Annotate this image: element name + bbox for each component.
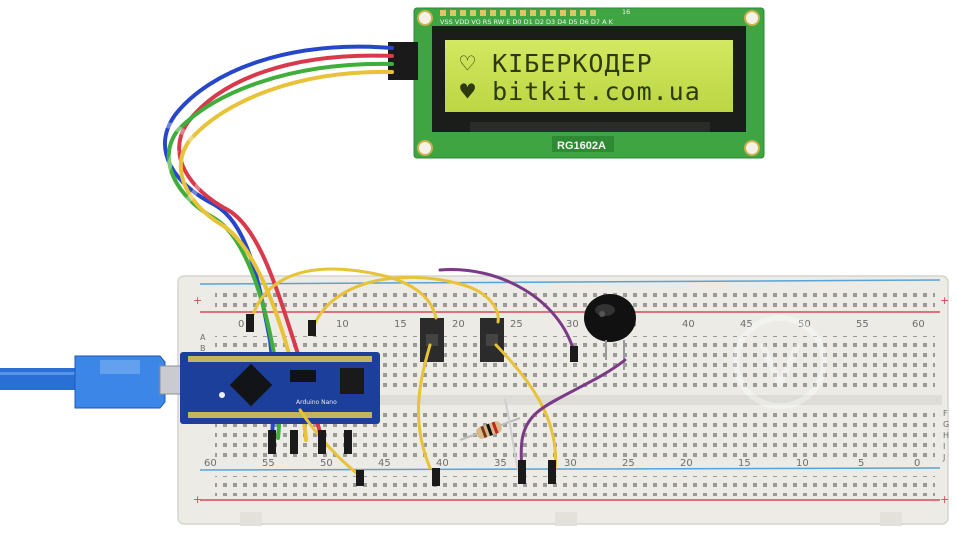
- column-number: 15: [394, 319, 407, 330]
- column-number: 40: [436, 458, 449, 469]
- row-letter: G: [943, 420, 949, 429]
- column-number: 20: [680, 458, 693, 469]
- breadboard: + + + + 0 10 15 20 25 30 35 40 45 50 55 …: [177, 275, 949, 526]
- column-number: 25: [510, 319, 523, 330]
- column-number: 50: [320, 458, 333, 469]
- rail-plus-label: +: [193, 493, 202, 506]
- column-number: 0: [914, 458, 920, 469]
- column-number: 45: [740, 319, 753, 330]
- lcd-module: VSS VDD VO RS RW E D0 D1 D2 D3 D4 D5 D6 …: [388, 7, 765, 159]
- column-number: 15: [738, 458, 751, 469]
- column-number: 20: [452, 319, 465, 330]
- watermark-icon: [733, 315, 827, 409]
- column-number: 60: [912, 319, 925, 330]
- rail-plus-label: +: [940, 294, 949, 307]
- column-number: 10: [796, 458, 809, 469]
- resistor-icon: [459, 417, 521, 441]
- row-letter: I: [943, 442, 945, 451]
- rail-plus-label: +: [193, 294, 202, 307]
- pushbutton-icon: [420, 318, 504, 362]
- lcd-model-label: RG1602A: [557, 140, 606, 152]
- jumper-wires: [248, 267, 627, 478]
- row-letter: J: [942, 453, 945, 462]
- lcd-pin-labels: VSS VDD VO RS RW E D0 D1 D2 D3 D4 D5 D6 …: [440, 18, 614, 26]
- usb-cable: [0, 355, 187, 409]
- column-number: 55: [856, 319, 869, 330]
- column-number: 0: [238, 319, 244, 330]
- column-number: 35: [494, 458, 507, 469]
- row-letter: H: [943, 431, 949, 440]
- column-number: 60: [204, 458, 217, 469]
- row-letter: A: [200, 333, 206, 342]
- lcd-line-1: ♡ КІБЕРКОДЕР: [460, 49, 653, 78]
- row-letter: B: [200, 344, 206, 353]
- buzzer-icon: [584, 294, 636, 370]
- watermark-icon: [111, 121, 205, 215]
- column-number: 30: [564, 458, 577, 469]
- column-number: 50: [798, 319, 811, 330]
- column-number: 5: [858, 458, 864, 469]
- column-number: 40: [682, 319, 695, 330]
- column-number: 10: [336, 319, 349, 330]
- lcd-line-2: ♥ bitkit.com.ua: [460, 77, 701, 106]
- wire-pins: [246, 314, 578, 486]
- column-number: 55: [262, 458, 275, 469]
- arduino-label: Arduino Nano: [296, 399, 337, 406]
- arduino-nano: Arduino Nano: [180, 352, 380, 424]
- lcd-pin-number: 16: [622, 8, 630, 16]
- column-number: 25: [622, 458, 635, 469]
- column-number: 45: [378, 458, 391, 469]
- row-letter: F: [943, 409, 948, 418]
- rail-plus-label: +: [940, 493, 949, 506]
- column-number: 30: [566, 319, 579, 330]
